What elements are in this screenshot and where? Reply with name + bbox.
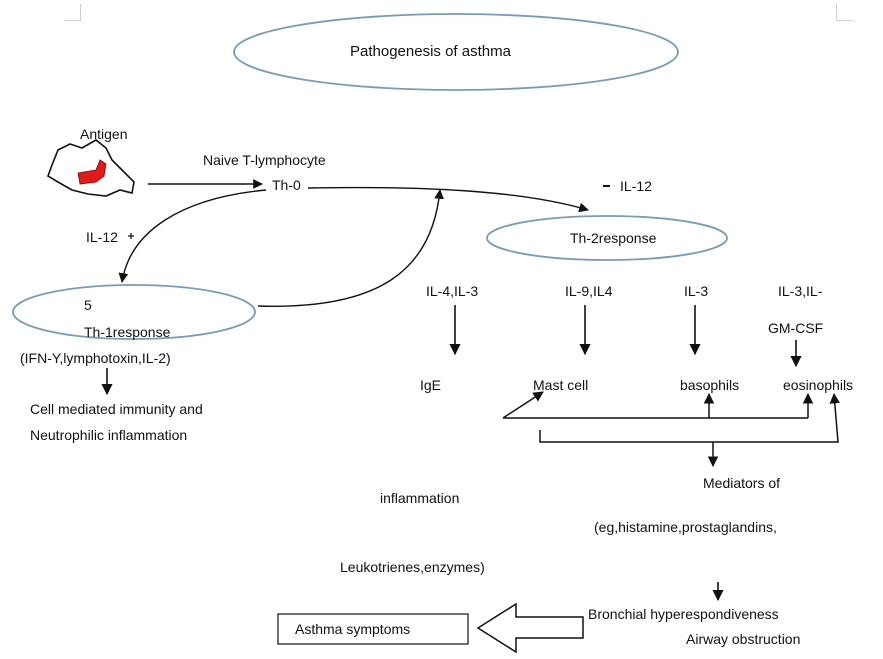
antigen-shape (47, 139, 135, 197)
title-ellipse (233, 13, 679, 91)
leukotrienes-label: Leukotrienes,enzymes) (340, 559, 485, 575)
mast-cell-label: Mast cell (533, 377, 589, 393)
th1-number-label: 5 (84, 297, 92, 313)
naive-t-label: Naive T-lymphocyte (203, 152, 326, 168)
il4-il3-label: IL-4,IL-3 (426, 283, 479, 299)
arrow-th0-th1 (118, 189, 267, 283)
th2-label: Th-2response (570, 230, 657, 246)
eosinophils-label: eosinophils (783, 377, 854, 393)
hollow-arrow (476, 602, 584, 654)
bronchial-label: Bronchial hyperespondiveness (588, 606, 779, 622)
corner-mark-left (64, 4, 81, 21)
th2-ellipse (486, 215, 728, 261)
line-lower-feedback (539, 392, 841, 443)
th0-label: Th-0 (272, 177, 301, 193)
arrow-to-mast (502, 391, 544, 419)
antigen-core (77, 159, 107, 185)
inflammation-label: inflammation (380, 490, 460, 506)
corner-mark-right (836, 4, 853, 21)
antigen-label: Antigen (80, 126, 128, 142)
asthma-symptoms-box (277, 613, 469, 645)
title-label: Pathogenesis of asthma (350, 43, 511, 60)
il3-label: IL-3 (684, 283, 709, 299)
th1-products-label: (IFN-Y,lymphotoxin,IL-2) (20, 350, 171, 366)
cell-mediated-label: Cell mediated immunity and (30, 401, 203, 417)
th1-label: Th-1response (84, 324, 171, 340)
mediators-label: Mediators of (703, 475, 781, 491)
th1-ellipse (12, 284, 256, 340)
basophils-label: basophils (680, 377, 740, 393)
eg-histamine-label: (eg,histamine,prostaglandins, (594, 519, 777, 535)
asthma-symptoms-label: Asthma symptoms (295, 621, 411, 637)
neutrophilic-label: Neutrophilic inflammation (30, 427, 188, 443)
arrow-th0-th2 (307, 186, 589, 213)
il9-il4-label: IL-9,IL4 (565, 283, 613, 299)
ige-label: IgE (420, 377, 442, 393)
il12-left-mark (128, 233, 134, 239)
il3-il-label: IL-3,IL- (778, 283, 823, 299)
gmcsf-label: GM-CSF (768, 320, 824, 336)
il12-left-label: IL-12 (86, 229, 118, 245)
arrow-th1-th0 (257, 189, 444, 307)
airway-label: Airway obstruction (686, 631, 801, 647)
il12-right-label: IL-12 (620, 178, 652, 194)
